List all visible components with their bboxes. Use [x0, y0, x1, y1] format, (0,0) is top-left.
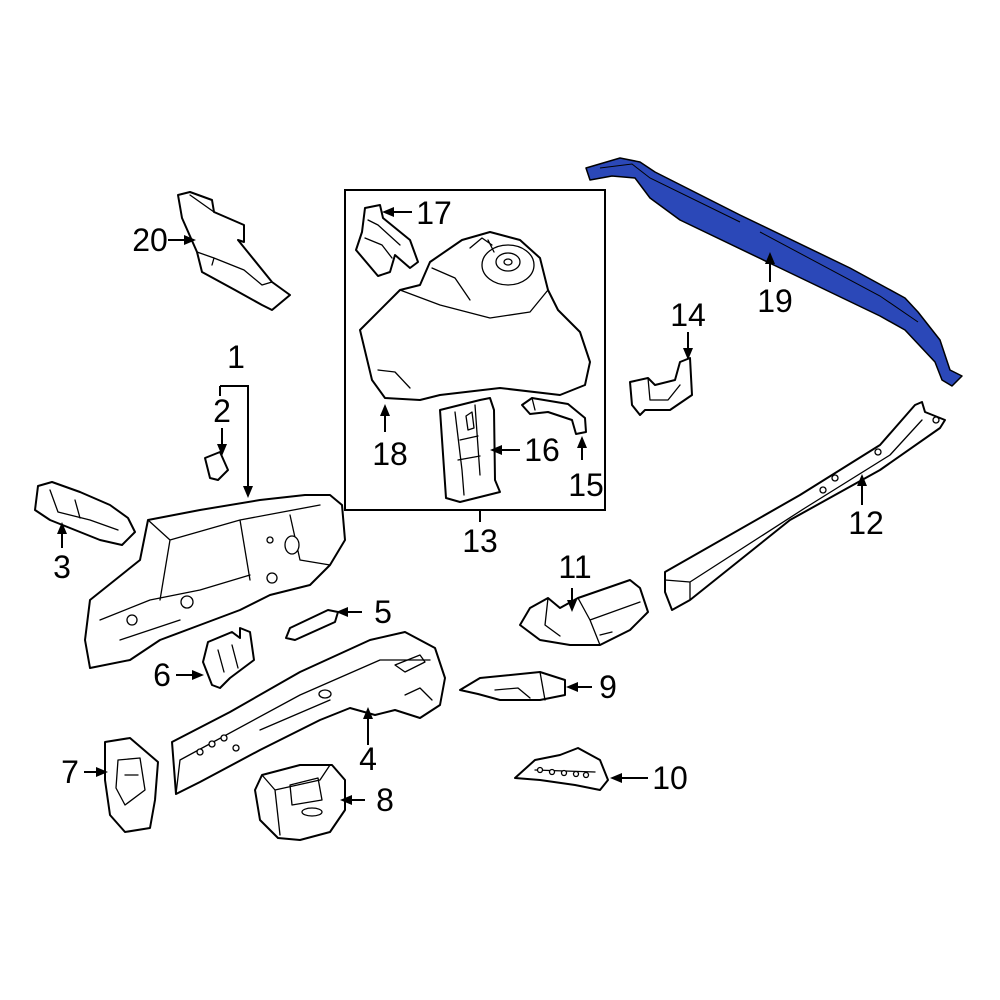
callout-11: 11: [558, 549, 591, 585]
part-9[interactable]: [459, 671, 566, 701]
part-4[interactable]: [171, 631, 446, 795]
callout-2: 2: [213, 393, 231, 429]
callout-12: 12: [848, 505, 884, 541]
callout-1: 1: [227, 339, 245, 375]
callout-20: 20: [132, 222, 168, 258]
part-15[interactable]: [521, 397, 587, 435]
callout-7: 7: [61, 754, 79, 790]
part-12[interactable]: [664, 401, 946, 611]
callout-6: 6: [153, 657, 171, 693]
part-17[interactable]: [355, 204, 419, 277]
part-16[interactable]: [439, 397, 501, 503]
callout-5: 5: [374, 594, 392, 630]
callout-16: 16: [524, 432, 560, 468]
callout-9: 9: [599, 669, 617, 705]
callout-17: 17: [416, 195, 452, 231]
callout-19: 19: [757, 283, 793, 319]
part-6[interactable]: [202, 627, 255, 689]
group-box-13: [344, 189, 606, 511]
callout-labels: 1 2 3 4 5 6 7 8 9 10 11 12 13 14 15 16 1…: [53, 195, 884, 818]
part-20[interactable]: [177, 191, 291, 311]
part-19[interactable]: [585, 157, 963, 387]
part-2[interactable]: [204, 451, 229, 481]
callout-10: 10: [652, 760, 688, 796]
part-14[interactable]: [629, 357, 693, 416]
part-3[interactable]: [34, 481, 136, 546]
part-1[interactable]: [84, 494, 346, 669]
part-7[interactable]: [104, 737, 159, 833]
callout-15: 15: [568, 467, 604, 503]
part-18[interactable]: [359, 231, 591, 401]
callout-13: 13: [462, 523, 498, 559]
callout-8: 8: [376, 782, 394, 818]
callout-3: 3: [53, 549, 71, 585]
callout-18: 18: [372, 436, 408, 472]
leader-lines: [57, 207, 867, 805]
callout-14: 14: [670, 297, 706, 333]
part-5[interactable]: [285, 609, 339, 641]
part-11[interactable]: [519, 579, 649, 646]
part-8[interactable]: [254, 764, 346, 841]
part-10[interactable]: [514, 747, 609, 791]
callout-4: 4: [359, 741, 377, 777]
